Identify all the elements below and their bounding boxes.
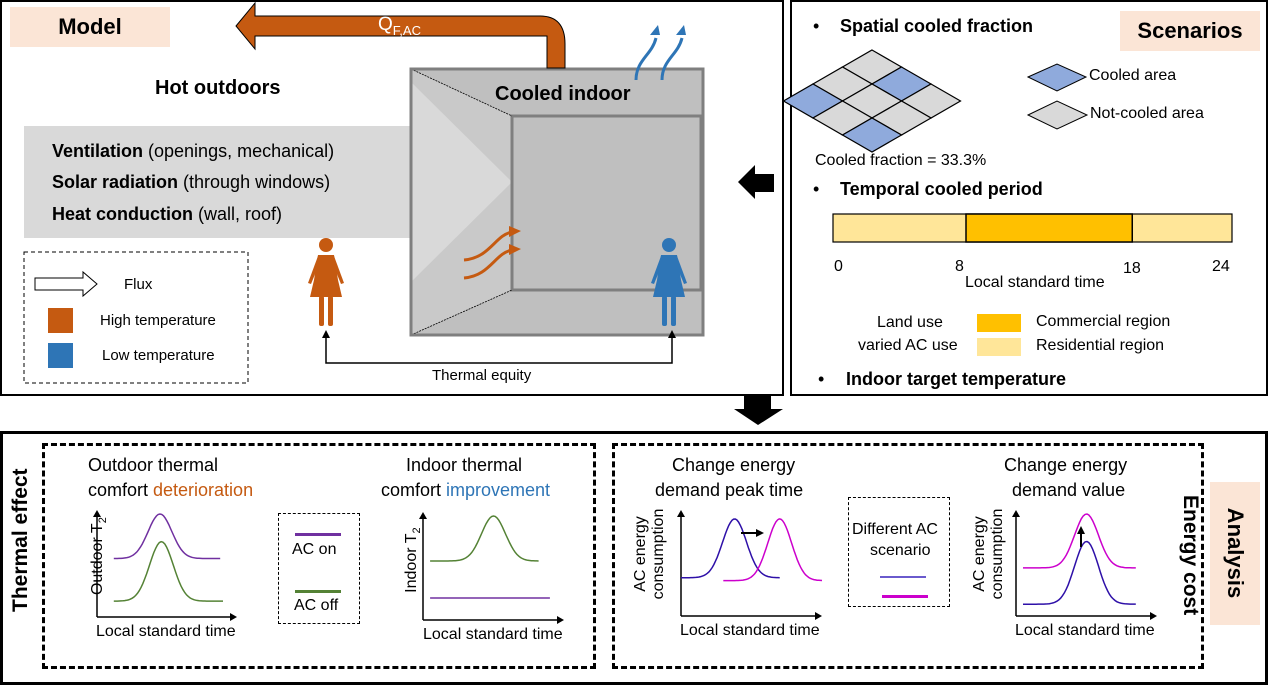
cooled-tile: [841, 117, 903, 153]
timeline-xlabel: Local standard time: [965, 274, 1105, 291]
outdoor-person-icon: [308, 238, 344, 326]
outdoor-title-1: Outdoor thermal: [88, 455, 219, 475]
indoor-xlabel: Local standard time: [423, 626, 563, 643]
x-axis-arrowhead: [557, 616, 564, 624]
residential-label: Residential region: [1036, 337, 1165, 354]
hot-outdoors-label: Hot outdoors: [155, 77, 281, 99]
bullet-1: •: [813, 16, 820, 36]
ac-on-label: AC on: [292, 541, 337, 558]
commercial-label: Commercial region: [1036, 313, 1171, 330]
x-axis-arrowhead: [1150, 612, 1157, 620]
model-legend-box: [23, 251, 249, 384]
legend-flux-label: Flux: [124, 276, 153, 293]
low-temp-swatch: [48, 343, 73, 368]
model-tag: Model: [10, 7, 170, 47]
analysis-tag-box: [1210, 482, 1260, 625]
flux-item-ventilation: Ventilation (openings, mechanical): [52, 141, 335, 161]
y-axis-arrowhead: [677, 510, 685, 517]
legend-low-label: Low temperature: [102, 347, 215, 364]
y-axis-arrowhead: [93, 510, 101, 517]
indoor-title-1: Indoor thermal: [406, 455, 523, 475]
flux-arrow-head-overlay: [411, 82, 512, 282]
flux-legend-icon: [34, 270, 98, 298]
peak-title-1: Change energy: [672, 455, 796, 475]
series-line-scenario-b: [723, 518, 823, 582]
value-title-1: Change energy: [1004, 455, 1128, 475]
bullet-2: •: [813, 179, 820, 199]
qf-ac-arrow: [235, 1, 566, 69]
series-line-scenario-a: [1023, 540, 1136, 605]
high-temp-swatch: [48, 308, 73, 333]
x-axis-arrowhead: [815, 612, 822, 620]
scenarios-tag: Scenarios: [1120, 11, 1260, 51]
tick-8: 8: [955, 258, 964, 275]
series-line-ac-on: [113, 513, 221, 560]
tick-0: 0: [834, 258, 843, 275]
indoor-title-2: comfort improvement: [381, 480, 551, 500]
legend-high-label: High temperature: [100, 312, 216, 329]
outdoor-title-2: comfort deterioration: [88, 480, 254, 500]
x-axis-arrowhead: [230, 613, 237, 621]
timeline-commercial-bar: [965, 213, 1133, 243]
scenario-a-line: [880, 576, 926, 578]
residential-swatch: [977, 338, 1021, 356]
y-axis-arrowhead: [1012, 510, 1020, 517]
qf-ac-label: QF,AC: [378, 14, 421, 38]
heat-inflow-icon: [463, 230, 513, 280]
arrow-left-icon: [738, 165, 774, 199]
ac-off-line: [295, 590, 341, 593]
shift-up-arrowhead: [1077, 526, 1085, 534]
legend-not-cooled-label: Not-cooled area: [1090, 105, 1204, 122]
indoor-target-title: Indoor target temperature: [846, 369, 1067, 389]
bullet-3: •: [818, 369, 825, 389]
scenario-legend-2: scenario: [870, 542, 931, 559]
indoor-person-icon: [651, 238, 687, 326]
flux-arrow: [24, 68, 512, 296]
outdoor-xlabel: Local standard time: [96, 623, 236, 640]
y-axis-arrowhead: [419, 512, 427, 519]
temporal-title: Temporal cooled period: [840, 179, 1043, 199]
value-title-2: demand value: [1012, 480, 1126, 500]
flux-item-solar: Solar radiation (through windows): [52, 172, 331, 192]
legend-cooled-label: Cooled area: [1089, 67, 1177, 84]
commercial-swatch: [977, 314, 1021, 332]
value-xlabel: Local standard time: [1015, 622, 1155, 639]
heat-outflow-icon: [634, 37, 684, 81]
thermal-effect-box: [42, 443, 596, 669]
thermal-equity-label: Thermal equity: [432, 367, 532, 384]
varied-ac-label: varied AC use: [858, 337, 958, 354]
series-line-scenario-a: [681, 518, 780, 579]
tick-18: 18: [1123, 260, 1141, 277]
land-use-label: Land use: [877, 314, 943, 331]
series-line-ac-off: [430, 515, 539, 562]
peak-title-2: demand peak time: [655, 480, 804, 500]
ac-legend-box: [278, 513, 360, 624]
energy-cost-box: [612, 443, 1204, 669]
scenario-legend-box: [848, 497, 950, 607]
tick-24: 24: [1212, 258, 1230, 275]
ac-on-line: [295, 533, 341, 536]
cooled-legend-diamond: [1026, 63, 1088, 92]
flux-item-conduction: Heat conduction (wall, roof): [52, 204, 283, 224]
cooled-indoor-label: Cooled indoor: [495, 83, 631, 105]
series-line-scenario-b: [1023, 513, 1136, 569]
arrow-down-icon: [734, 395, 783, 425]
cooled-fraction-text: Cooled fraction = 33.3%: [815, 152, 987, 169]
peak-xlabel: Local standard time: [680, 622, 820, 639]
scenario-b-line: [882, 595, 928, 598]
not-cooled-legend-diamond: [1026, 100, 1089, 130]
series-line-ac-off: [113, 540, 223, 602]
thermal-equity-connector: [325, 336, 673, 364]
scenario-legend-1: Different AC: [852, 521, 938, 538]
shift-right-arrowhead: [756, 529, 764, 537]
spatial-title: Spatial cooled fraction: [840, 16, 1034, 36]
ac-off-label: AC off: [294, 597, 339, 614]
